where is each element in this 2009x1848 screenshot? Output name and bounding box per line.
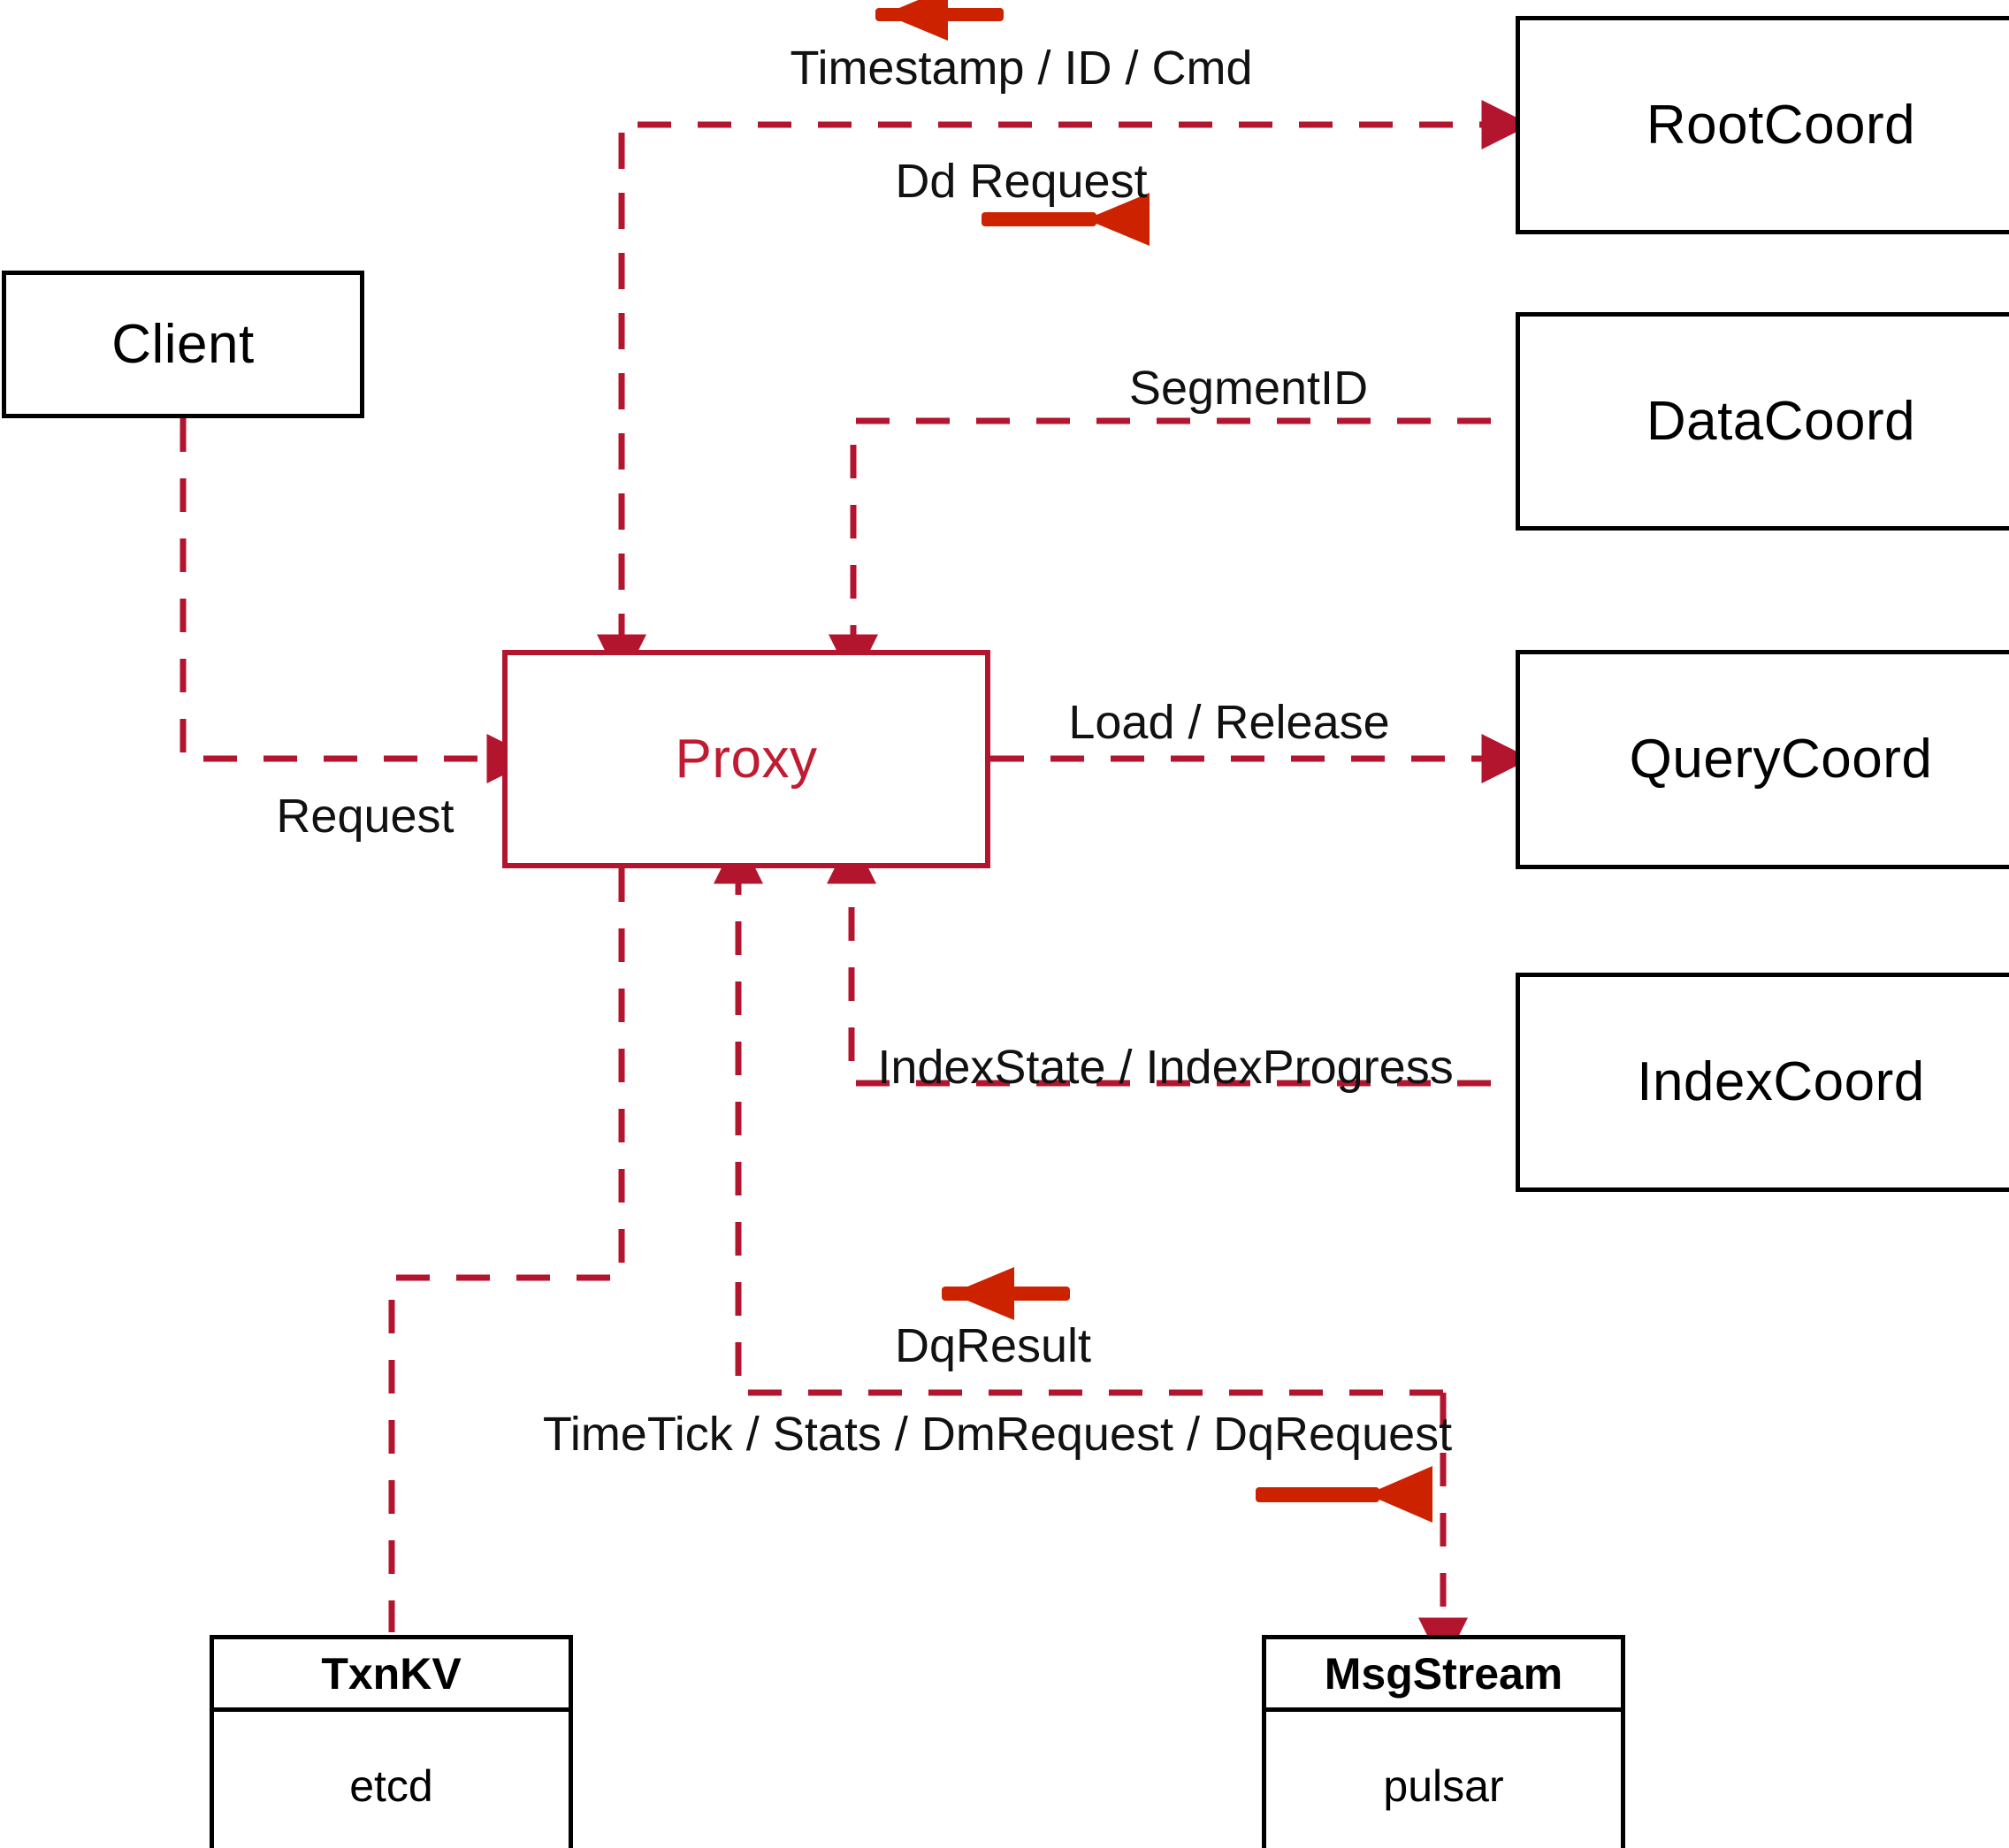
edge-label-dd-request: Dd Request [895,155,1148,208]
edge-label-load-release: Load / Release [1068,696,1390,749]
edge-label-timetick-stats: TimeTick / Stats / DmRequest / DqRequest [542,1408,1453,1461]
wire-datacoord-to-proxy [829,417,1491,684]
node-msgstream-header: MsgStream [1266,1639,1621,1712]
wire-client-to-proxy [180,418,537,783]
edge-label-timestamp-id-cmd: Timestamp / ID / Cmd [790,42,1253,95]
node-msgstream-body-label: pulsar [1383,1761,1504,1811]
node-txnkv-header: TxnKV [214,1639,569,1712]
direction-arrow-dqresult-left [942,1267,1070,1320]
node-txnkv[interactable]: TxnKV etcd [210,1635,573,1848]
node-proxy-label: Proxy [675,728,818,790]
node-client-label: Client [111,313,255,375]
node-msgstream-header-label: MsgStream [1324,1648,1563,1699]
node-msgstream-body: pulsar [1266,1712,1621,1848]
node-indexcoord-label: IndexCoord [1637,1051,1925,1112]
wire-msgstream-to-proxy [714,834,1443,1396]
node-indexcoord[interactable]: IndexCoord [1516,973,2009,1192]
edge-label-request: Request [276,790,455,843]
direction-arrow-timestamp-left [875,0,1004,41]
edge-label-dq-result: DqResult [894,1319,1092,1372]
node-msgstream[interactable]: MsgStream pulsar [1262,1635,1625,1848]
node-rootcoord[interactable]: RootCoord [1516,16,2009,234]
node-querycoord-label: QueryCoord [1629,729,1933,790]
node-proxy[interactable]: Proxy [502,650,990,868]
edge-label-index-state-progress: IndexState / IndexProgress [877,1041,1454,1094]
node-txnkv-header-label: TxnKV [321,1648,462,1699]
node-datacoord-label: DataCoord [1646,390,1916,452]
node-txnkv-body-label: etcd [349,1761,433,1811]
node-client[interactable]: Client [2,271,364,418]
node-rootcoord-label: RootCoord [1646,94,1916,156]
node-datacoord[interactable]: DataCoord [1516,312,2009,531]
node-querycoord[interactable]: QueryCoord [1516,650,2009,869]
direction-arrow-timetick-right [1256,1466,1432,1523]
edge-label-segment-id: SegmentID [1128,362,1369,415]
wire-proxy-to-txnkv [388,868,625,1632]
node-txnkv-body: etcd [214,1712,569,1848]
